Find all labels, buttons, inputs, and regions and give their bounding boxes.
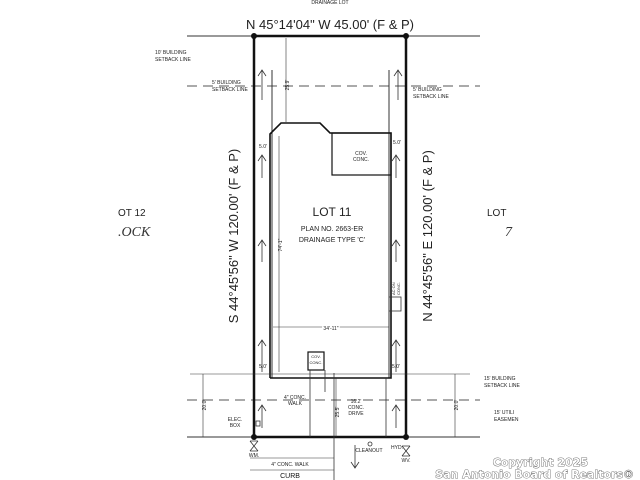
- setback-label-10ft: SETBACK LINE: [155, 57, 192, 63]
- setback-label-15ft: SETBACK LINE: [484, 383, 521, 389]
- corner-marker: [251, 33, 257, 39]
- elec-box-label: BOX: [230, 423, 241, 429]
- elec-box-icon: [255, 420, 261, 427]
- dim-rear-right: 20.0': [454, 400, 460, 411]
- setback-label-right: 5' BUILDING: [413, 87, 442, 93]
- cleanout-label: CLEANOUT: [355, 448, 382, 454]
- dim-front-depth: 25.9': [285, 80, 291, 91]
- drive-label: CONC.: [348, 405, 364, 411]
- drainage-lot-label: DRAINAGE LOT: [311, 0, 348, 6]
- ac-label: CONC.: [396, 282, 401, 295]
- drive-label: 16.2': [351, 399, 362, 405]
- street-walk-label: 4" CONC. WALK: [271, 462, 309, 468]
- wm-label: WM.: [249, 453, 259, 459]
- drive-label: DRIVE: [348, 411, 364, 417]
- cov-conc-rear-label: CONC.: [310, 360, 323, 365]
- west-boundary-bearing: S 44°45'56" W 120.00' (F & P): [226, 149, 241, 323]
- cov-conc-rear-label: COV.: [311, 354, 320, 359]
- ac-label: AC ON: [391, 282, 396, 295]
- covered-concrete-rear: [307, 351, 325, 371]
- neighbor-lot-left: OT 12: [118, 208, 146, 219]
- setback-label-right: SETBACK LINE: [413, 94, 450, 100]
- setback-label-10ft: 10' BUILDING: [155, 50, 187, 56]
- ac-pad: [388, 296, 402, 312]
- cov-conc-label: CONC.: [353, 157, 369, 163]
- water-valve-icon: [401, 445, 411, 457]
- plan-number: PLAN NO. 2663-ER: [301, 226, 363, 233]
- dim-house-width: 34'-11": [323, 326, 338, 332]
- corner-marker: [251, 434, 257, 440]
- dim-drive-length: 25.5': [335, 407, 341, 418]
- walk-label: WALK: [288, 401, 303, 407]
- cov-conc-label: COV.: [355, 151, 367, 157]
- hydrant-label: HYD.: [391, 445, 403, 451]
- setback-label-left: SETBACK LINE: [212, 87, 249, 93]
- lot-boundary: [252, 34, 408, 439]
- copyright-watermark: San Antonio Board of Realtors®: [435, 468, 634, 480]
- curb-label: CURB: [280, 473, 300, 480]
- north-boundary-bearing: N 45°14'04" W 45.00' (F & P): [246, 17, 414, 32]
- walk-label: 4" CONC.: [284, 395, 306, 401]
- easement-label: EASEMEN: [494, 417, 519, 423]
- setback-label-left: 5' BUILDING: [212, 80, 241, 86]
- neighbor-block-right: 7: [505, 225, 513, 240]
- setback-label-15ft: 15' BUILDING: [484, 376, 516, 382]
- house-footprint: [269, 122, 392, 379]
- dim-side-right: 5.0': [392, 364, 400, 370]
- wv-label: WV.: [402, 458, 411, 464]
- drainage-type: DRAINAGE TYPE 'C': [299, 237, 365, 244]
- lot-name: LOT 11: [313, 205, 352, 219]
- dim-side-right: 5.0': [393, 140, 401, 146]
- corner-marker: [403, 33, 409, 39]
- covered-concrete-front: [331, 132, 392, 176]
- water-meter-icon: [249, 440, 259, 452]
- neighbor-block-left: .OCK: [118, 225, 151, 240]
- cleanout-icon: [367, 441, 373, 447]
- dim-house-depth: 74'-1": [278, 238, 284, 251]
- east-boundary-bearing: N 44°45'56" E 120.00' (F & P): [420, 150, 435, 322]
- drainage-arrows: [257, 69, 403, 469]
- copyright-watermark: Copyright 2025: [493, 456, 588, 469]
- elec-box-label: ELEC.: [228, 417, 242, 423]
- dim-rear-left: 20.0': [202, 400, 208, 411]
- easement-label: 15' UTILI: [494, 410, 514, 416]
- dim-side-left: 5.0': [259, 144, 267, 150]
- corner-marker: [403, 434, 409, 440]
- dim-side-left: 5.0': [259, 364, 267, 370]
- neighbor-lot-right: LOT: [487, 208, 506, 219]
